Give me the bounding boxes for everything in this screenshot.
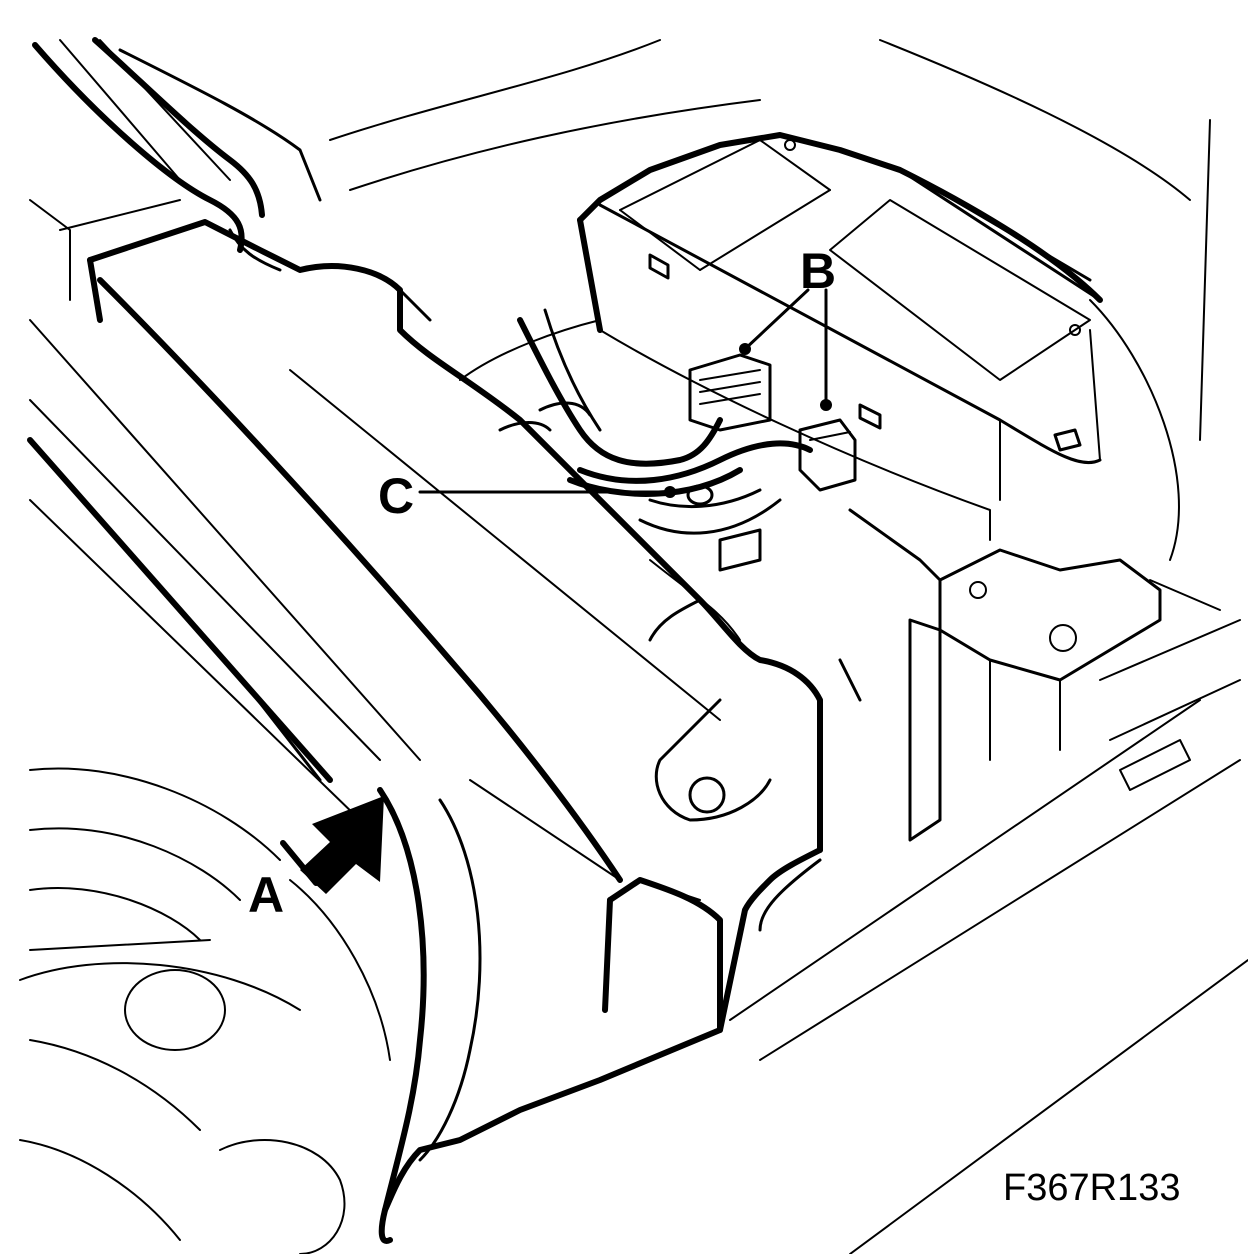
callout-leaders — [418, 288, 832, 498]
label-c: C — [378, 468, 414, 524]
trunk-floor-lines — [29, 39, 1248, 1254]
mounting-bracket — [758, 548, 1162, 932]
arrow-a-icon — [280, 796, 384, 894]
label-a: A — [248, 867, 284, 923]
pillar-trim — [27, 37, 482, 1244]
amplifier-module — [577, 132, 1103, 541]
spare-wheel-well — [19, 767, 391, 1254]
rear-trim-panel — [87, 219, 823, 1213]
wiring-harness — [459, 308, 942, 641]
figure-code: F367R133 — [1003, 1167, 1180, 1209]
label-b: B — [800, 243, 836, 299]
